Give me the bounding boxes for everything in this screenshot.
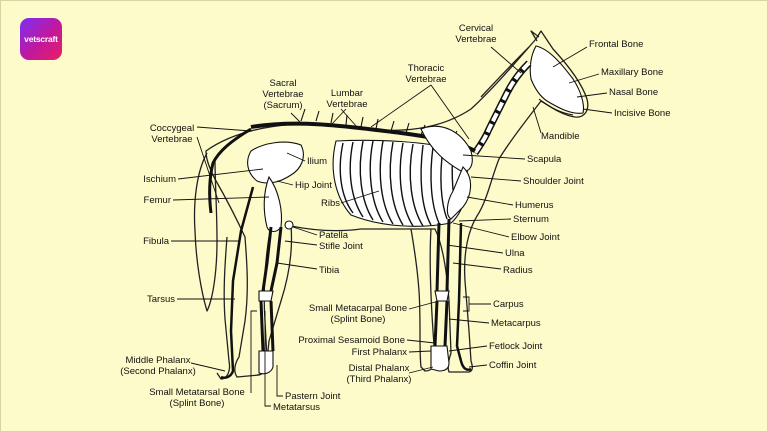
- label-metatarsus: Metatarsus: [273, 402, 320, 413]
- label-ribs: Ribs: [321, 198, 340, 209]
- label-elbow-joint: Elbow Joint: [511, 232, 560, 243]
- label-proximal-sesamoid-bone: Proximal Sesamoid Bone: [298, 335, 405, 346]
- label-middle-phalanx: Middle Phalanx (Second Phalanx): [120, 355, 196, 377]
- label-nasal-bone: Nasal Bone: [609, 87, 658, 98]
- label-humerus: Humerus: [515, 200, 554, 211]
- label-coccygeal-vertebrae: Coccygeal Vertebrae: [150, 123, 194, 145]
- label-tibia: Tibia: [319, 265, 339, 276]
- label-distal-phalanx: Distal Phalanx (Third Phalanx): [347, 363, 412, 385]
- label-radius: Radius: [503, 265, 533, 276]
- label-incisive-bone: Incisive Bone: [614, 108, 671, 119]
- label-stifle-joint: Stifle Joint: [319, 241, 363, 252]
- label-mandible: Mandible: [541, 131, 580, 142]
- label-small-metatarsal-bone: Small Metatarsal Bone (Splint Bone): [149, 387, 245, 409]
- label-first-phalanx: First Phalanx: [352, 347, 407, 358]
- label-sternum: Sternum: [513, 214, 549, 225]
- label-femur: Femur: [144, 195, 171, 206]
- label-fibula: Fibula: [143, 236, 169, 247]
- label-scapula: Scapula: [527, 154, 561, 165]
- label-carpus: Carpus: [493, 299, 524, 310]
- label-ischium: Ischium: [143, 174, 176, 185]
- label-metacarpus: Metacarpus: [491, 318, 541, 329]
- label-cervical-vertebrae: Cervical Vertebrae: [455, 23, 496, 45]
- label-coffin-joint: Coffin Joint: [489, 360, 536, 371]
- label-ulna: Ulna: [505, 248, 525, 259]
- label-tarsus: Tarsus: [147, 294, 175, 305]
- label-pastern-joint: Pastern Joint: [285, 391, 340, 402]
- label-ilium: Ilium: [307, 156, 327, 167]
- label-lumbar-vertebrae: Lumbar Vertebrae: [326, 88, 367, 110]
- label-maxillary-bone: Maxillary Bone: [601, 67, 663, 78]
- label-sacral-vertebrae: Sacral Vertebrae (Sacrum): [262, 78, 303, 111]
- label-frontal-bone: Frontal Bone: [589, 39, 643, 50]
- label-shoulder-joint: Shoulder Joint: [523, 176, 584, 187]
- label-fetlock-joint: Fetlock Joint: [489, 341, 542, 352]
- label-small-metacarpal-bone: Small Metacarpal Bone (Splint Bone): [309, 303, 407, 325]
- label-patella: Patella: [319, 230, 348, 241]
- label-hip-joint: Hip Joint: [295, 180, 332, 191]
- label-thoracic-vertebrae: Thoracic Vertebrae: [405, 63, 446, 85]
